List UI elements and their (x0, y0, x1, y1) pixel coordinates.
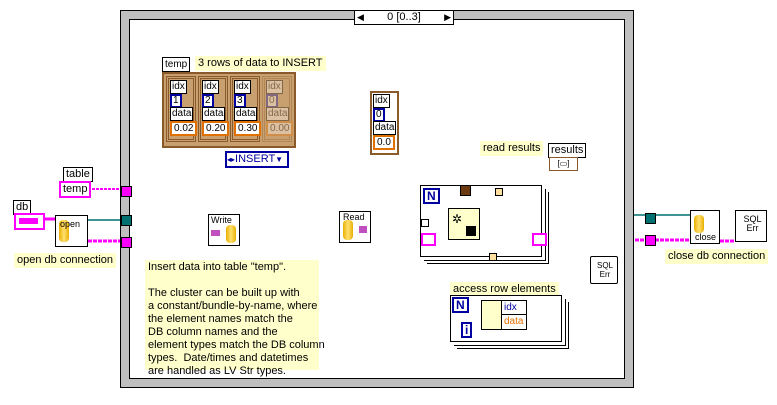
loop-iteration-terminal: i (461, 322, 473, 338)
description-line: The cluster can be built up with (148, 287, 300, 299)
type-cluster-constant[interactable]: idx 0 data 0.0 (370, 91, 399, 155)
data-label: data (373, 121, 397, 135)
idx-value[interactable]: 0 (373, 108, 385, 122)
data-value[interactable]: 0.00 (266, 121, 294, 136)
rows-note: 3 rows of data to INSERT (195, 56, 326, 71)
description-line: a constant/bundle-by-name, where (148, 300, 318, 312)
table-string-constant[interactable]: temp (59, 181, 92, 198)
idx-label: idx (202, 80, 219, 94)
mode-enum-constant[interactable]: ◂▸INSERT▼ (225, 151, 289, 168)
description-line: the element names match the (148, 313, 293, 325)
for-loop-read[interactable]: N (420, 185, 542, 257)
table-tunnel (121, 186, 132, 197)
idx-label: idx (266, 80, 283, 94)
increment-arrows-icon: ◂▸ (227, 155, 236, 164)
database-cylinder-icon (343, 220, 353, 240)
frame-selector[interactable]: ◀ 0 [0..3] ▶ (354, 10, 454, 25)
data-label: data (202, 107, 226, 121)
data-label: data (170, 107, 194, 121)
idx-value[interactable]: 0 (266, 94, 278, 108)
close-db-node[interactable]: close (690, 210, 720, 244)
description-line: are handled as LV Str types. (148, 365, 286, 377)
sql-error-node[interactable]: SQL Err (590, 256, 618, 284)
unbundle-element-idx[interactable]: idx (502, 301, 526, 315)
idx-value[interactable]: 2 (202, 94, 214, 108)
idx-label: idx (234, 80, 251, 94)
description-line (148, 274, 316, 287)
shift-register-right (532, 233, 547, 246)
data-label: data (234, 107, 258, 121)
indexing-tunnel-bottom (489, 253, 497, 261)
read-results-note: read results (480, 141, 544, 156)
sql-error-node-final[interactable]: SQL Err (735, 210, 767, 242)
access-row-note: access row elements (450, 282, 559, 297)
database-cylinder-icon (59, 220, 69, 242)
description-line: DB column names and the (148, 326, 278, 338)
cluster-icon (359, 226, 367, 233)
table-label: table (63, 167, 93, 182)
data-value[interactable]: 0.30 (234, 121, 262, 136)
results-label: results (548, 143, 587, 158)
triangle-left-icon[interactable]: ◀ (357, 12, 364, 22)
idx-label: idx (170, 80, 187, 94)
idx-value[interactable]: 3 (234, 94, 246, 108)
description-line: element types match the DB column (148, 339, 325, 351)
idx-value[interactable]: 1 (170, 94, 182, 108)
database-cylinder-icon (694, 215, 704, 233)
data-value[interactable]: 0.20 (202, 121, 230, 136)
unbundle-by-name-node[interactable] (481, 300, 503, 330)
indexing-tunnel-out (495, 188, 503, 196)
idx-label: idx (373, 94, 390, 108)
variant-to-data-node[interactable]: ✲ (448, 208, 480, 240)
database-cylinder-icon (226, 225, 236, 243)
refnum-tunnel-in (121, 215, 132, 226)
results-indicator[interactable]: [▭] (549, 157, 578, 171)
temp-array-label: temp (162, 57, 191, 72)
error-tunnel-in (121, 237, 132, 248)
refnum-icon (19, 218, 38, 224)
refnum-tunnel-out (645, 213, 656, 224)
description-line: Insert data into table "temp". (148, 261, 287, 273)
db-refnum-control[interactable] (14, 213, 45, 230)
error-tunnel-out (645, 235, 656, 246)
unbundle-element-data[interactable]: data (504, 316, 524, 327)
cluster-tunnel (460, 185, 471, 196)
loop-count-terminal: N (452, 297, 469, 313)
write-node[interactable]: Write (208, 214, 240, 246)
dropdown-arrow-icon[interactable]: ▼ (275, 155, 284, 164)
triangle-right-icon[interactable]: ▶ (444, 12, 451, 22)
close-db-note: close db connection (665, 249, 769, 264)
loop-count-terminal: N (423, 188, 440, 204)
indexing-tunnel-in (421, 219, 429, 227)
open-db-node[interactable]: open (55, 215, 88, 247)
unbundle-elements: idx data (501, 300, 527, 330)
variant-icon: ✲ (452, 212, 463, 226)
data-label: data (266, 107, 290, 121)
description-note: Insert data into table "temp". The cluste… (145, 260, 325, 377)
data-type-icon (466, 226, 476, 236)
open-db-note: open db connection (14, 253, 117, 268)
data-value[interactable]: 0.02 (170, 121, 198, 136)
description-line: types. Date/times and datetimes (148, 352, 309, 364)
cluster-icon (211, 230, 220, 236)
read-node[interactable]: Read (339, 211, 371, 243)
shift-register-left (421, 233, 436, 246)
data-value[interactable]: 0.0 (373, 135, 395, 150)
